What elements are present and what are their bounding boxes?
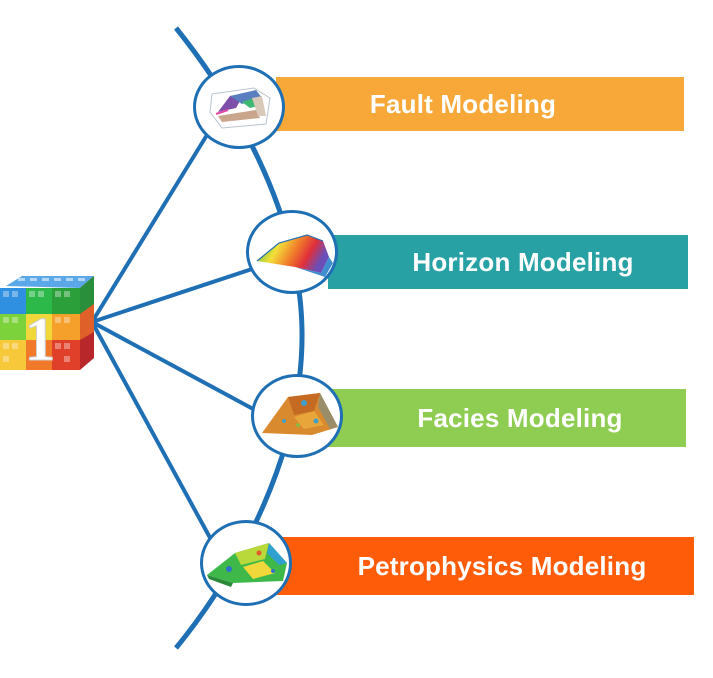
- facies-modeling-label: Facies Modeling: [417, 402, 623, 433]
- connector-to-facies: [91, 320, 256, 412]
- petrophysics-model-node: [200, 520, 292, 606]
- fault-modeling-banner: Fault Modeling: [276, 77, 684, 131]
- petrophysics-map-icon: [207, 543, 287, 587]
- horizon-modeling-label: Horizon Modeling: [412, 246, 634, 277]
- fault-model-node: [193, 65, 285, 149]
- facies-map-icon: [262, 393, 338, 435]
- facies-model-node: [251, 374, 343, 458]
- horizon-modeling-banner: Horizon Modeling: [328, 235, 688, 289]
- horizon-surface-icon: [256, 234, 333, 277]
- connector-to-fault: [90, 128, 212, 324]
- fault-modeling-label: Fault Modeling: [369, 88, 557, 119]
- fault-model-icon: [209, 87, 271, 129]
- connector-to-petrophysics: [90, 321, 216, 546]
- cube-digit: 1: [25, 306, 56, 372]
- petrophysics-modeling-banner: Petrophysics Modeling: [270, 537, 694, 595]
- petrophysics-modeling-label: Petrophysics Modeling: [357, 550, 647, 581]
- facies-modeling-banner: Facies Modeling: [328, 389, 686, 447]
- grid-cube-logo: 1: [0, 276, 94, 372]
- horizon-model-node: [246, 210, 338, 294]
- connector-to-horizon: [91, 266, 256, 324]
